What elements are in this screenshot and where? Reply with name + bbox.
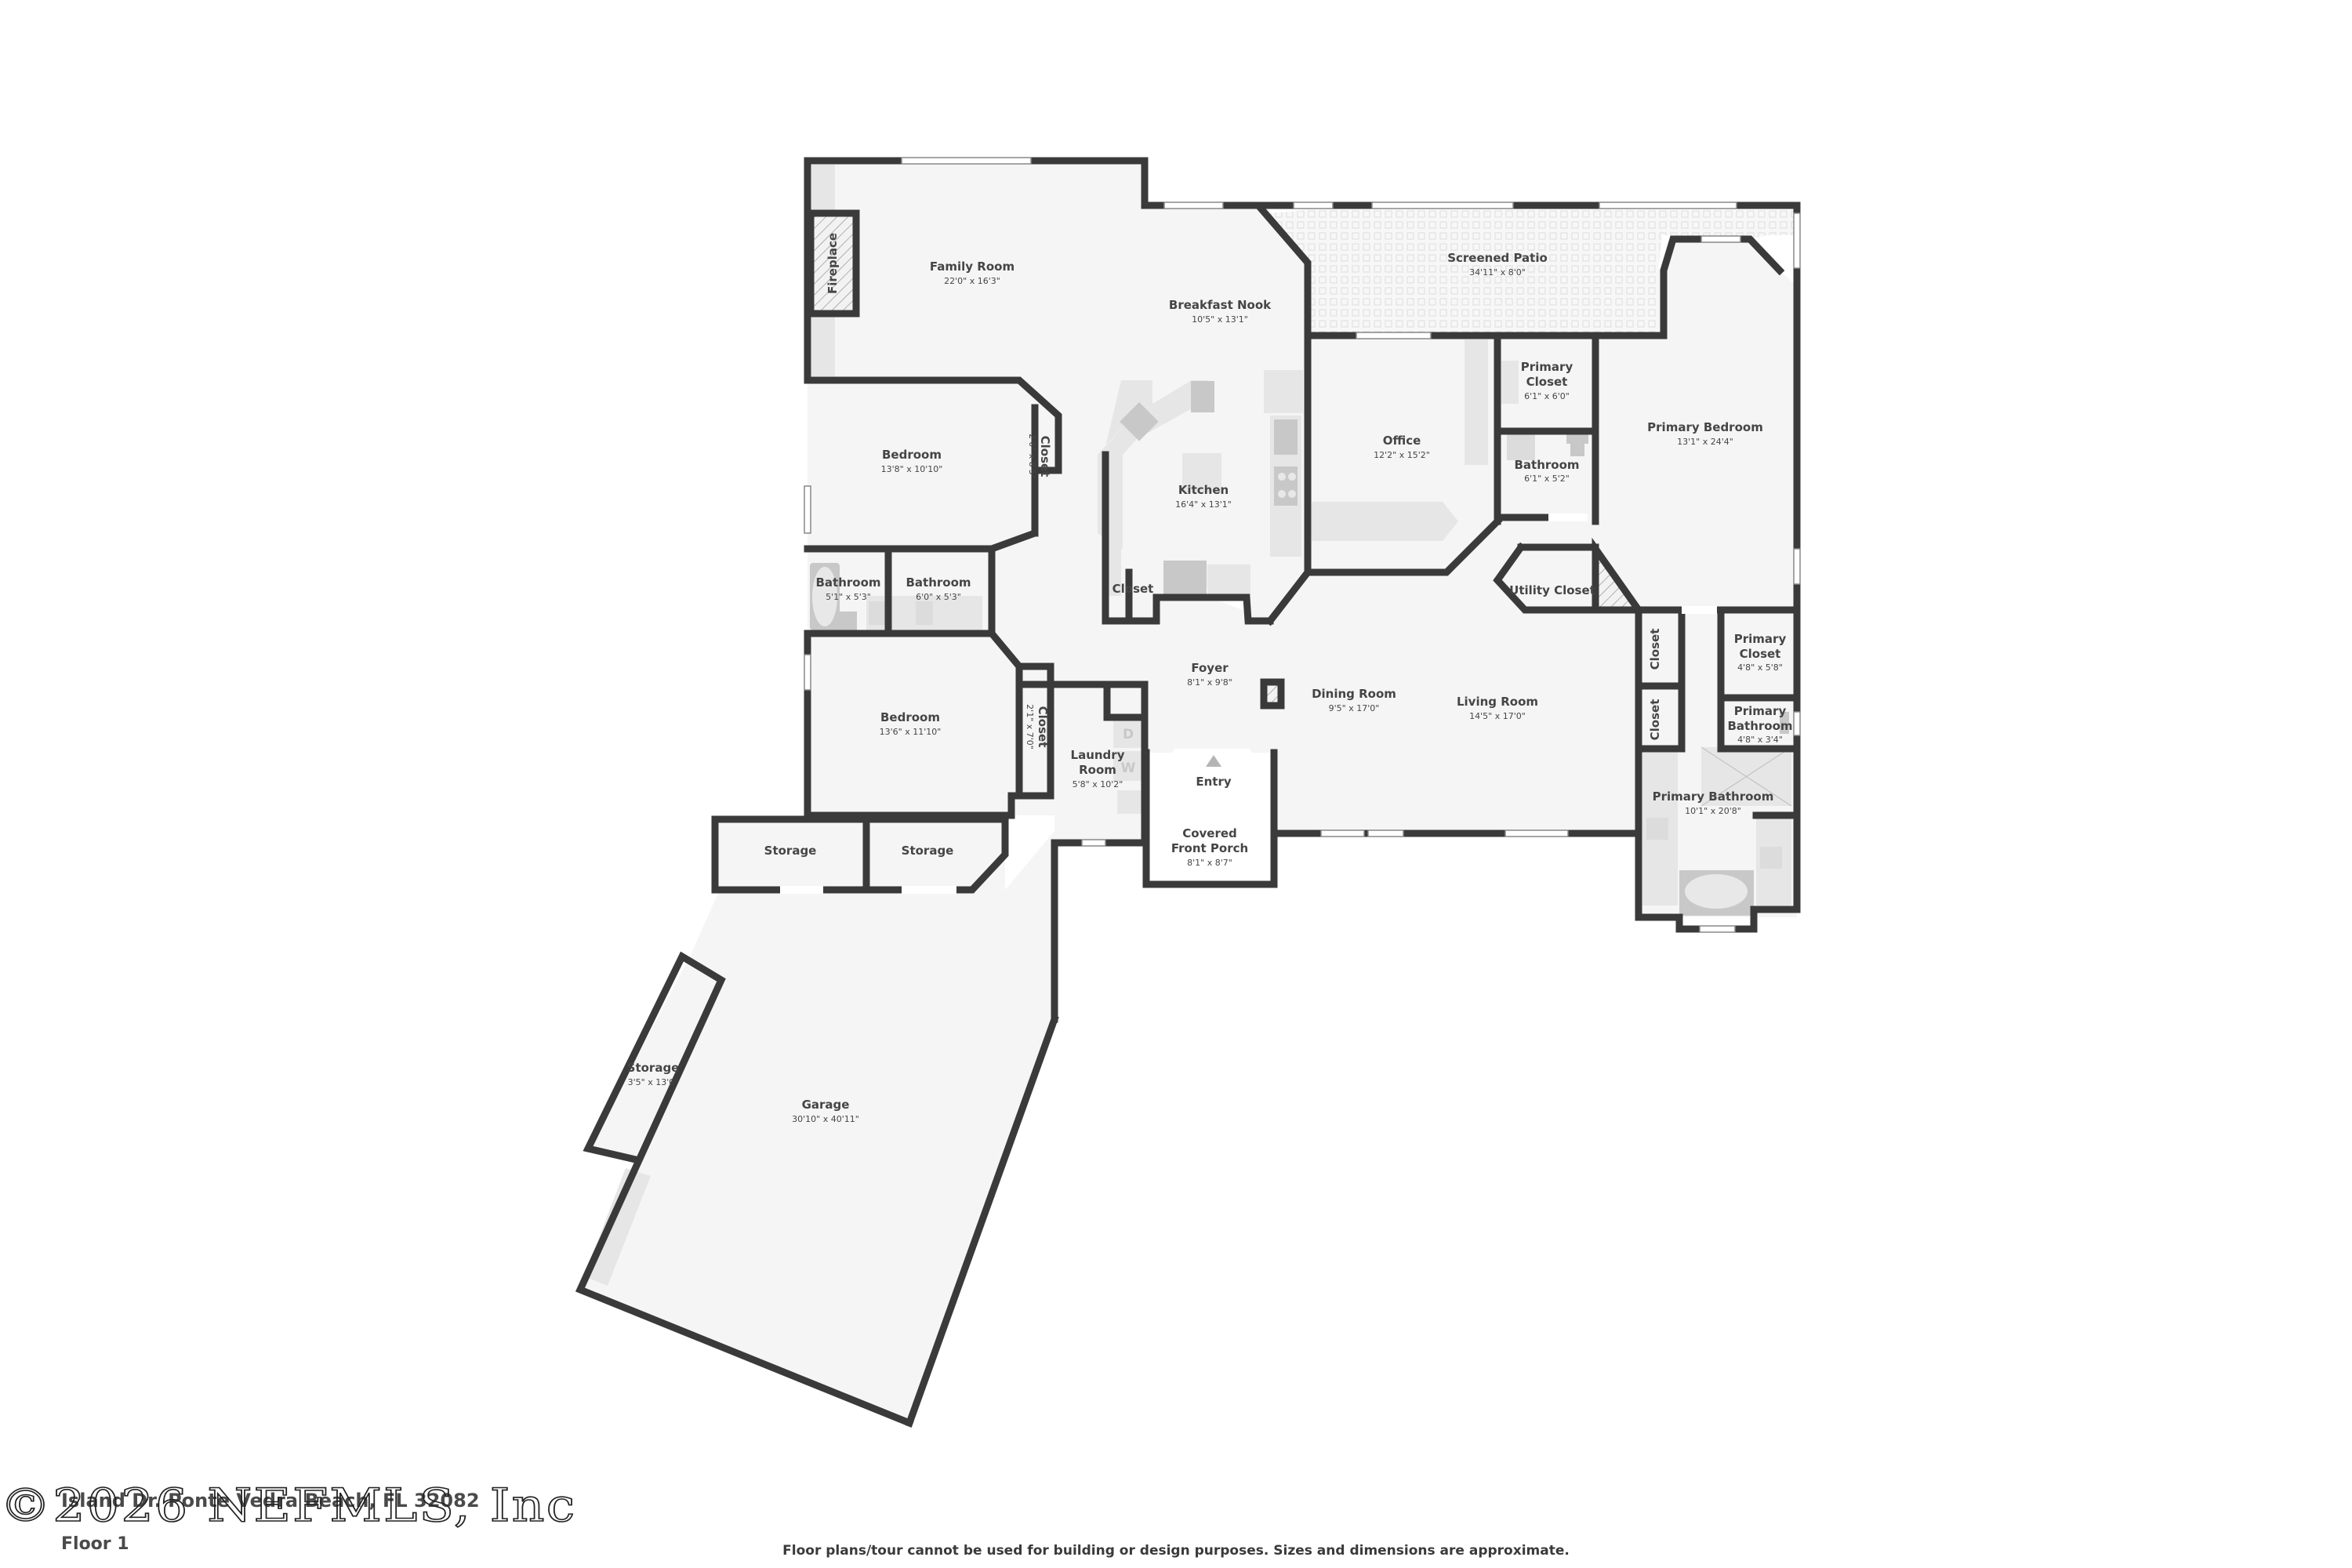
room-primary-closet-1: Primary	[1521, 360, 1573, 374]
room-bathroom-a: Bathroom	[815, 575, 880, 590]
room-closet-bed2-dim: 2'1" x 7'0"	[1025, 704, 1035, 750]
room-closet-hall-2: Closet	[1648, 699, 1662, 741]
room-bedroom-2: Bedroom	[880, 710, 940, 724]
windows	[804, 157, 1801, 933]
room-primary-closet-2: Primary	[1734, 632, 1787, 646]
room-breakfast-nook-dim: 10'5" x 13'1"	[1192, 314, 1248, 325]
room-bathroom-b: Bathroom	[906, 575, 971, 590]
room-primary-closet-2-dim: 4'8" x 5'8"	[1737, 662, 1783, 673]
floor-fills	[580, 161, 1797, 1423]
room-laundry: Laundry	[1071, 748, 1125, 762]
room-office-dim: 12'2" x 15'2"	[1374, 450, 1430, 460]
room-primary-closet-2-line2: Closet	[1740, 647, 1781, 661]
entry-arrow-icon	[1206, 755, 1221, 767]
room-storage-2: Storage	[902, 844, 954, 858]
room-closet-bed1-dim: 2'0" x 8'5"	[1027, 434, 1037, 479]
property-address: Island Dr. Ponte Vedra Beach, FL 32082	[61, 1490, 480, 1512]
room-screened-patio: Screened Patio	[1447, 251, 1548, 265]
room-entry: Entry	[1196, 775, 1231, 789]
dryer-label: D	[1123, 727, 1134, 742]
room-closet-bed2: Closet	[1036, 706, 1050, 748]
room-bedroom-1-dim: 13'8" x 10'10"	[881, 464, 943, 474]
room-dining-room-dim: 9'5" x 17'0"	[1329, 703, 1380, 713]
disclaimer-text: Floor plans/tour cannot be used for buil…	[782, 1543, 1570, 1559]
floor-label: Floor 1	[61, 1534, 129, 1554]
room-bathroom-office-dim: 6'1" x 5'2"	[1524, 474, 1570, 484]
room-primary-closet-1-line2: Closet	[1526, 375, 1568, 389]
room-closet-kitchen: Closet	[1112, 582, 1154, 596]
room-screened-patio-dim: 34'11" x 8'0"	[1469, 267, 1526, 278]
room-kitchen: Kitchen	[1178, 483, 1229, 497]
room-bathroom-office: Bathroom	[1514, 458, 1579, 472]
room-bedroom-1: Bedroom	[882, 448, 942, 462]
room-garage: Garage	[802, 1098, 850, 1112]
room-office: Office	[1383, 434, 1421, 448]
room-storage-garage-dim: 3'5" x 13'0"	[628, 1077, 679, 1087]
room-garage-dim: 30'10" x 40'11"	[792, 1114, 859, 1124]
room-utility-closet: Utility Closet	[1509, 583, 1595, 597]
room-laundry-dim: 5'8" x 10'2"	[1073, 779, 1123, 789]
room-primary-bathroom-small-dim: 4'8" x 3'4"	[1737, 735, 1783, 745]
room-laundry-line2: Room	[1079, 763, 1116, 777]
room-foyer: Foyer	[1191, 661, 1229, 675]
room-closet-hall-1: Closet	[1648, 629, 1662, 670]
room-bedroom-2-dim: 13'6" x 11'10"	[880, 727, 942, 737]
room-primary-bathroom-small: Primary	[1734, 704, 1787, 718]
room-closet-bed1: Closet	[1038, 436, 1052, 477]
room-primary-bathroom-small-line2: Bathroom	[1727, 719, 1792, 733]
fixtures	[584, 165, 1792, 1286]
room-fireplace: Fireplace	[826, 233, 840, 294]
room-storage-1: Storage	[764, 844, 817, 858]
room-foyer-dim: 8'1" x 9'8"	[1187, 677, 1232, 688]
door-openings	[780, 514, 1717, 894]
room-storage-garage: Storage	[627, 1061, 680, 1075]
room-primary-bedroom: Primary Bedroom	[1647, 420, 1763, 434]
room-bathroom-b-dim: 6'0" x 5'3"	[916, 592, 961, 602]
room-family-room: Family Room	[930, 260, 1014, 274]
room-kitchen-dim: 16'4" x 13'1"	[1175, 499, 1232, 510]
room-family-room-dim: 22'0" x 16'3"	[944, 276, 1000, 286]
room-primary-bedroom-dim: 13'1" x 24'4"	[1677, 437, 1733, 447]
washer-label: W	[1121, 760, 1136, 776]
room-primary-bathroom: Primary Bathroom	[1653, 789, 1774, 804]
room-breakfast-nook: Breakfast Nook	[1169, 298, 1272, 312]
room-covered-front-porch: Covered	[1182, 826, 1237, 840]
room-covered-front-porch-dim: 8'1" x 8'7"	[1187, 858, 1232, 868]
room-labels: Family Room 22'0" x 16'3" Fireplace Brea…	[627, 233, 1793, 1124]
room-covered-front-porch-line2: Front Porch	[1171, 841, 1248, 855]
copyright-watermark: ©2026 NEFMLS, Inc	[0, 1478, 577, 1533]
room-living-room: Living Room	[1457, 695, 1538, 709]
room-primary-bathroom-dim: 10'1" x 20'8"	[1685, 806, 1741, 816]
room-bathroom-a-dim: 5'1" x 5'3"	[826, 592, 871, 602]
room-dining-room: Dining Room	[1312, 687, 1396, 701]
room-living-room-dim: 14'5" x 17'0"	[1469, 711, 1526, 721]
room-primary-closet-1-dim: 6'1" x 6'0"	[1524, 391, 1570, 401]
